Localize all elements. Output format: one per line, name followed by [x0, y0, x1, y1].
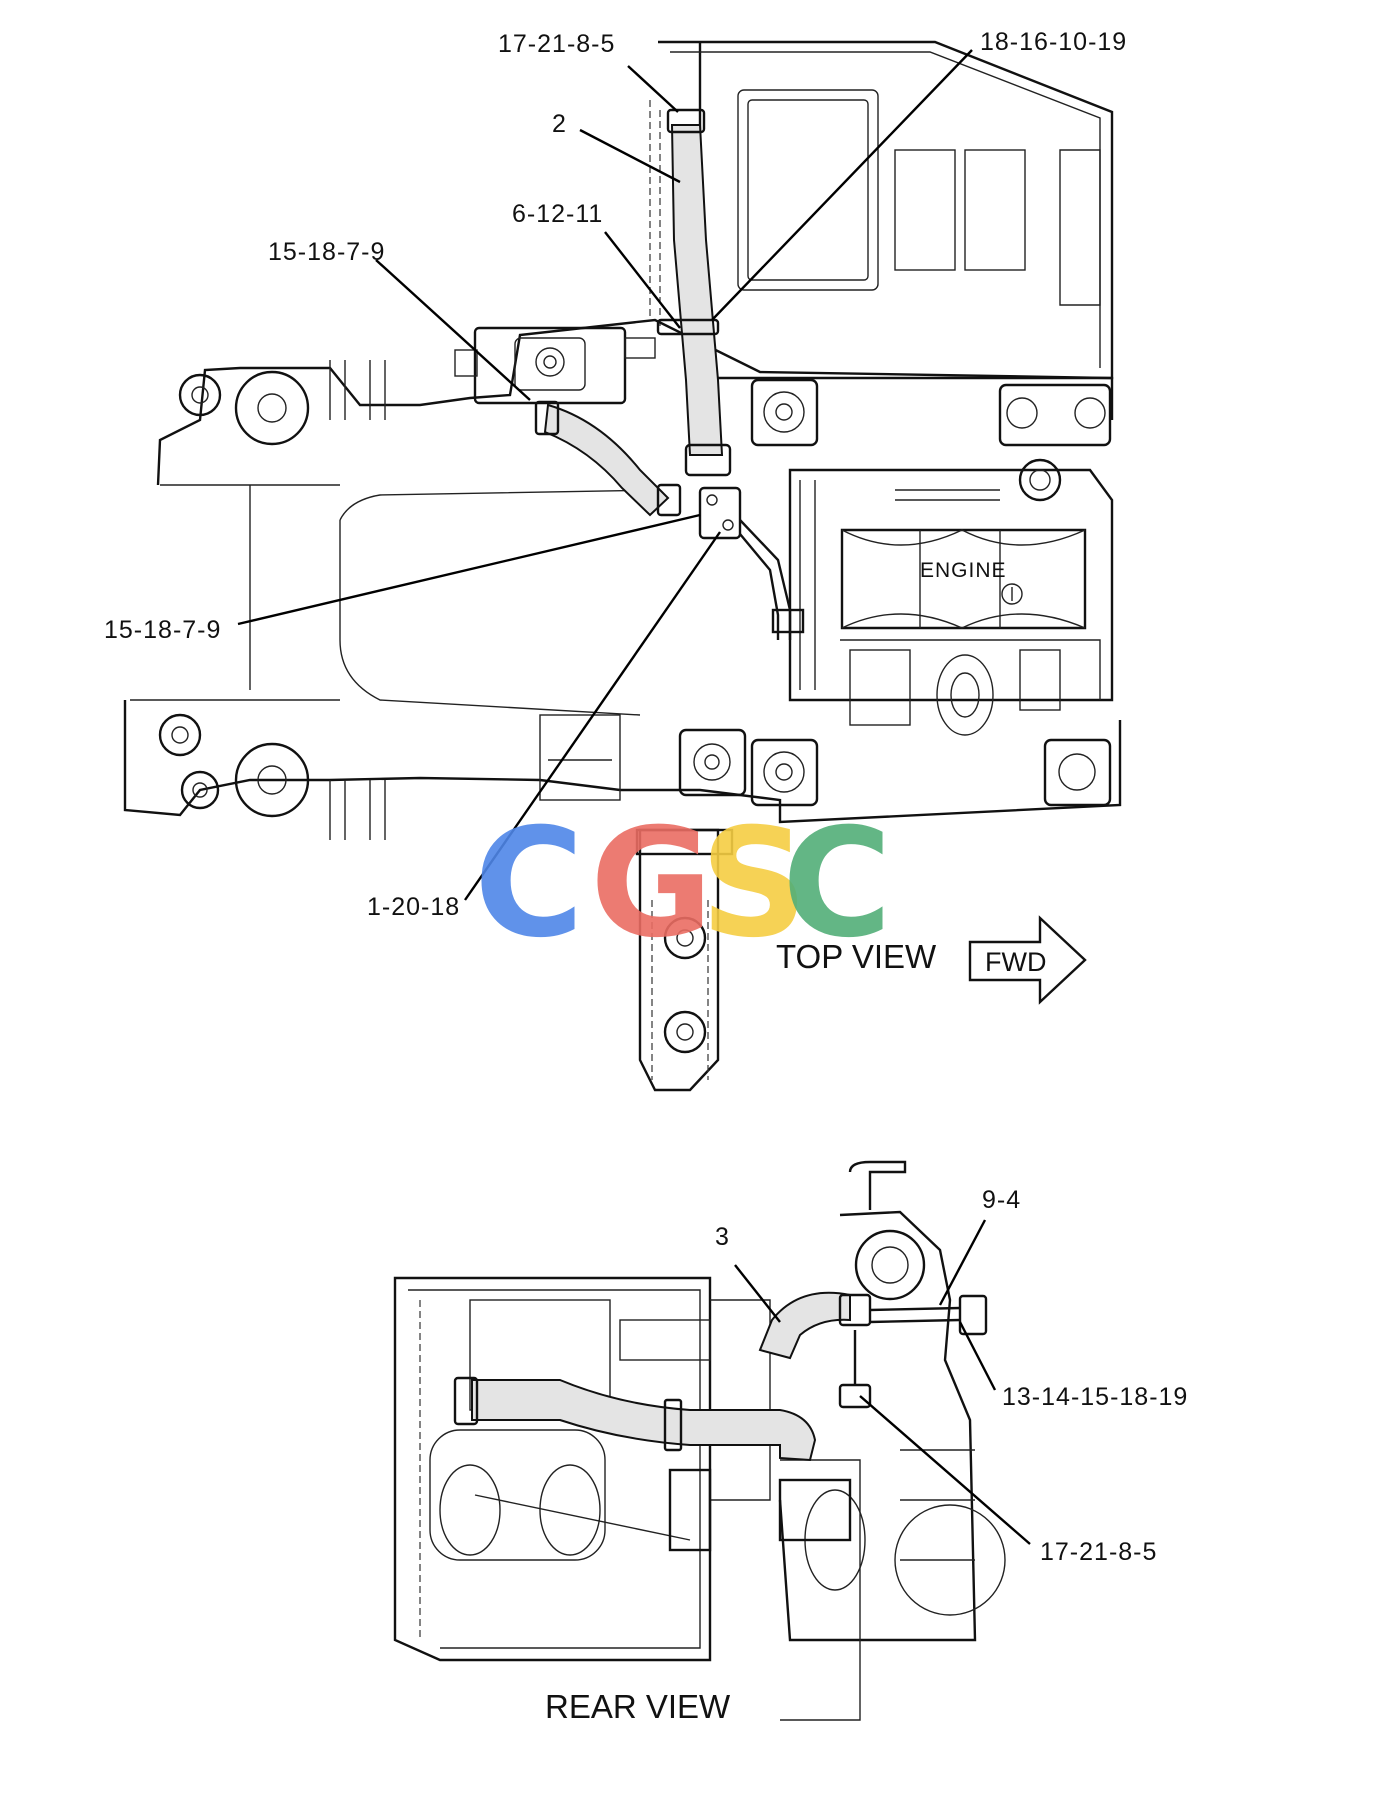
callout-18-16-10-19: 18-16-10-19 — [980, 28, 1127, 56]
watermark-letter-c1: C — [474, 797, 584, 971]
engine-label: ENGINE — [920, 559, 1007, 582]
callout-17-21-8-5-top: 17-21-8-5 — [498, 30, 615, 58]
watermark-letter-g: G — [590, 797, 713, 971]
watermark: C G S C — [474, 797, 892, 971]
top-view-drawing: ENGINE — [123, 40, 1122, 1092]
rear-view-leaders — [734, 1219, 1031, 1545]
watermark-letter-c2: C — [782, 797, 892, 971]
top-view-title: TOP VIEW — [776, 938, 937, 975]
callout-9-4: 9-4 — [982, 1186, 1021, 1214]
callout-2: 2 — [552, 110, 567, 138]
callout-13-14-15-18-19: 13-14-15-18-19 — [1002, 1383, 1188, 1411]
callout-6-12-11: 6-12-11 — [512, 200, 603, 228]
top-view-leaders — [237, 49, 973, 901]
callout-15-18-7-9-lower: 15-18-7-9 — [104, 616, 221, 644]
callout-15-18-7-9-upper: 15-18-7-9 — [268, 238, 385, 266]
rear-view-title: REAR VIEW — [545, 1688, 731, 1725]
callout-1-20-18: 1-20-18 — [367, 893, 460, 921]
fwd-arrow-icon: FWD — [968, 915, 1087, 1005]
watermark-letter-s: S — [700, 797, 808, 971]
callout-3: 3 — [715, 1223, 730, 1251]
fwd-label: FWD — [985, 947, 1046, 977]
rear-view-drawing — [393, 1160, 1006, 1721]
callout-17-21-8-5-rear: 17-21-8-5 — [1040, 1538, 1157, 1566]
